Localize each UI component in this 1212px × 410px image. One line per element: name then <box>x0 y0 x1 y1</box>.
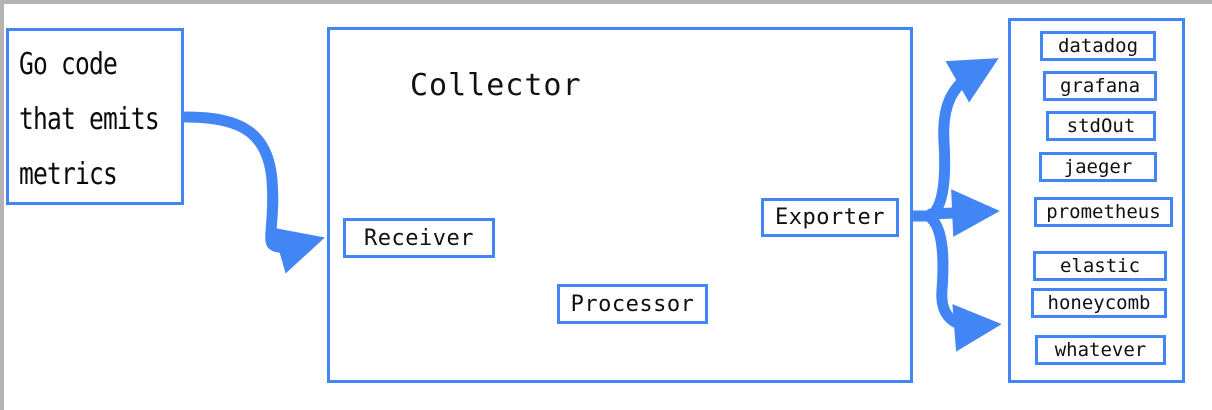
backend-item-jaeger: jaeger <box>1039 152 1157 182</box>
backend-item-elastic: elastic <box>1033 251 1167 281</box>
backend-item-grafana: grafana <box>1043 71 1157 101</box>
source-line-3: metrics <box>19 157 118 192</box>
canvas-left-edge <box>0 0 4 410</box>
backend-item-honeycomb: honeycomb <box>1031 288 1167 318</box>
backend-item-stdout: stdOut <box>1046 111 1156 141</box>
exporter-node: Exporter <box>761 198 899 237</box>
backend-item-prometheus: prometheus <box>1034 197 1173 227</box>
backend-item-whatever: whatever <box>1035 335 1166 365</box>
canvas-top-edge <box>0 0 1212 4</box>
receiver-node: Receiver <box>343 218 495 258</box>
source-line-2: that emits <box>19 102 160 137</box>
arrow-source-to-receiver <box>180 111 325 274</box>
source-node: Go code that emits metrics <box>6 28 184 205</box>
processor-node: Processor <box>557 284 708 324</box>
arrow-exporter-fanout <box>899 58 1002 352</box>
collector-title: Collector <box>410 68 582 103</box>
source-line-1: Go code <box>19 47 118 82</box>
backend-item-datadog: datadog <box>1040 31 1156 61</box>
